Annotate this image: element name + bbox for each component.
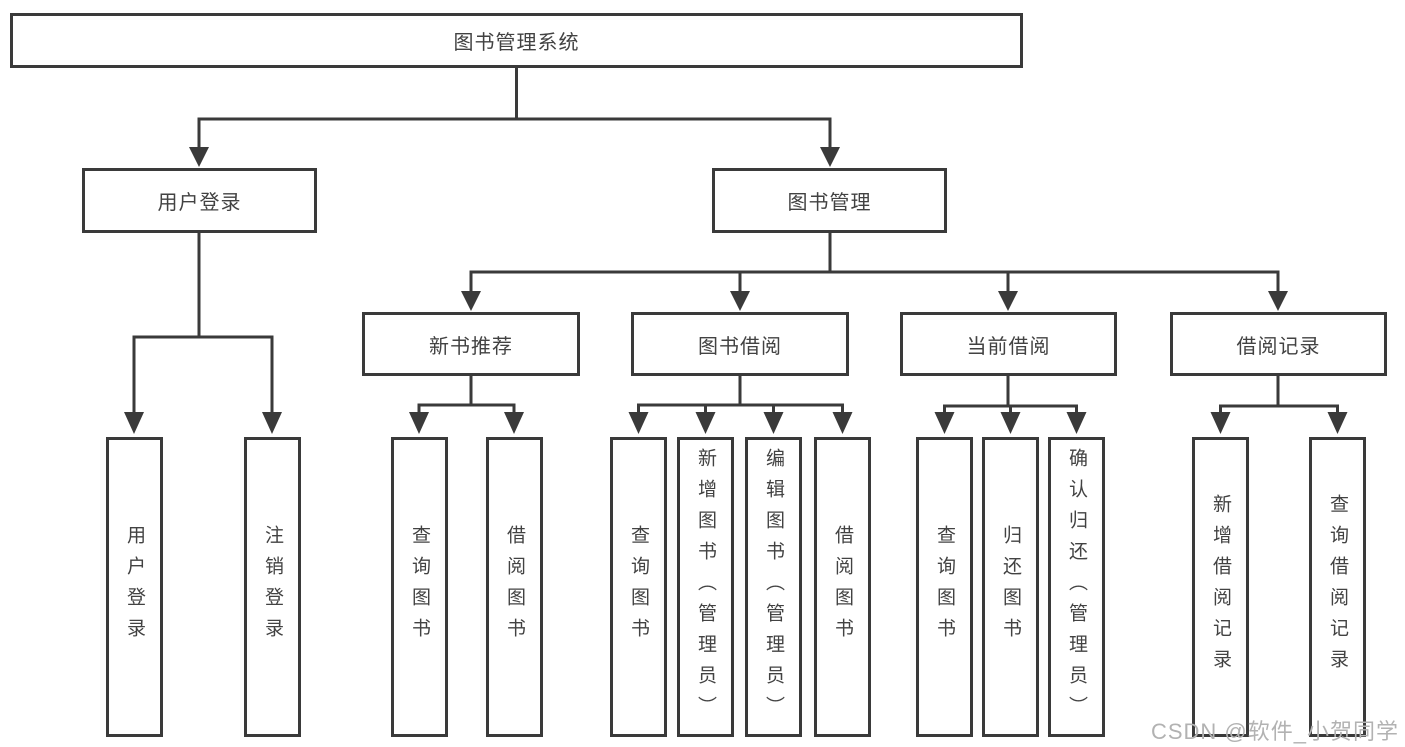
node-borrow-record: 借阅记录	[1170, 312, 1387, 376]
arrowhead	[189, 147, 209, 167]
arrowhead	[1066, 412, 1087, 434]
arrowhead	[504, 412, 524, 434]
leaf-return-books: 归还图书	[982, 437, 1039, 737]
arrowhead	[124, 412, 144, 434]
arrowhead	[1000, 412, 1021, 434]
leaf-add-borrow-record: 新增借阅记录	[1192, 437, 1249, 737]
leaf-search-books-borrow: 查询图书	[610, 437, 667, 737]
node-current-borrow: 当前借阅	[900, 312, 1117, 376]
arrowhead	[1210, 412, 1231, 434]
leaf-logout: 注销登录	[244, 437, 301, 737]
arrowhead	[1327, 412, 1348, 434]
node-user-login: 用户登录	[82, 168, 317, 233]
arrowhead	[934, 412, 955, 434]
arrowhead	[461, 291, 481, 311]
arrowhead	[998, 291, 1018, 311]
leaf-search-books-newbooks: 查询图书	[391, 437, 448, 737]
leaf-confirm-return-admin: 确认归还（管理员）	[1048, 437, 1105, 737]
arrowhead	[695, 412, 716, 434]
book-mgmt-connectors	[461, 233, 1288, 311]
leaf-search-borrow-record: 查询借阅记录	[1309, 437, 1366, 737]
book-borrow-connectors	[628, 376, 853, 434]
borrow-record-connectors	[1210, 376, 1348, 434]
arrowhead	[832, 412, 853, 434]
arrowhead	[409, 412, 429, 434]
arrowhead	[730, 291, 750, 311]
new-books-connectors	[409, 376, 524, 434]
arrowhead	[820, 147, 840, 167]
user-login-connectors	[124, 233, 282, 434]
arrowhead	[1268, 291, 1288, 311]
leaf-user-login: 用户登录	[106, 437, 163, 737]
arrowhead	[763, 412, 784, 434]
node-book-borrow: 图书借阅	[631, 312, 849, 376]
leaf-add-books-admin: 新增图书（管理员）	[677, 437, 734, 737]
leaf-search-books-current: 查询图书	[916, 437, 973, 737]
level1-connectors	[189, 68, 840, 167]
arrowhead	[628, 412, 649, 434]
leaf-borrow-books: 借阅图书	[814, 437, 871, 737]
arrowhead	[262, 412, 282, 434]
node-root: 图书管理系统	[10, 13, 1023, 68]
current-borrow-connectors	[934, 376, 1087, 434]
leaf-edit-books-admin: 编辑图书（管理员）	[745, 437, 802, 737]
node-new-books: 新书推荐	[362, 312, 580, 376]
leaf-borrow-books-newbooks: 借阅图书	[486, 437, 543, 737]
node-book-mgmt: 图书管理	[712, 168, 947, 233]
csdn-watermark: CSDN @软件_小贺同学	[1150, 719, 1399, 744]
